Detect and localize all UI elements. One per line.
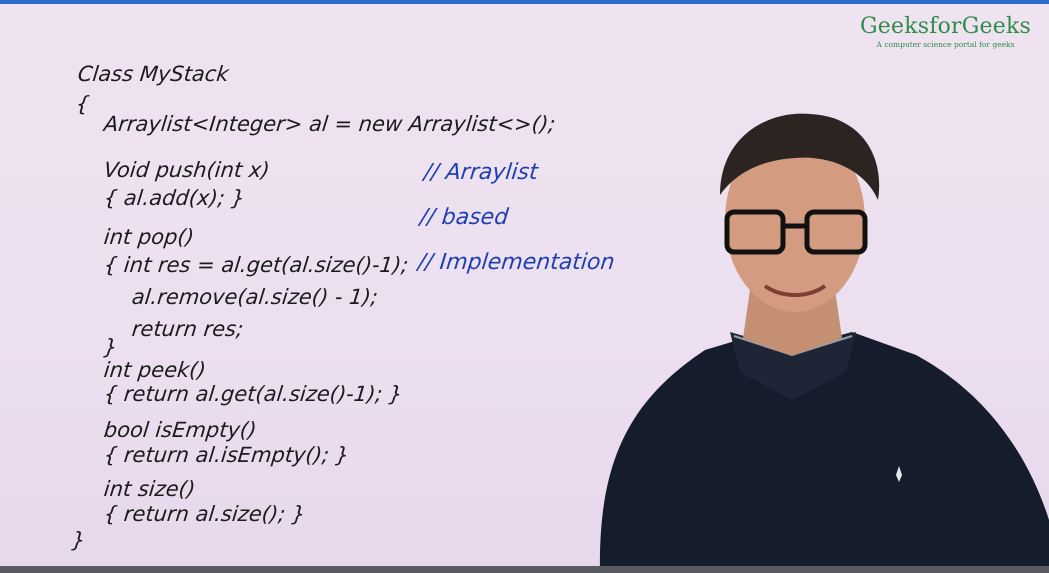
whiteboard-code: Class MyStack { Arraylist<Integer> al = … xyxy=(70,62,557,552)
code-line: { return al.size(); } xyxy=(102,502,307,526)
brand-tagline: A computer science portal for geeks xyxy=(876,40,1015,49)
code-line: int size() xyxy=(102,477,197,501)
code-line: Arraylist<Integer> al = new Arraylist<>(… xyxy=(102,112,557,136)
code-line: al.remove(al.size() - 1); xyxy=(130,285,380,309)
code-line: int peek() xyxy=(102,358,208,382)
code-line: bool isEmpty() xyxy=(102,418,258,442)
code-line: return res; xyxy=(130,317,245,341)
code-line: { int res = al.get(al.size()-1); xyxy=(102,253,410,277)
code-line: } xyxy=(70,528,87,552)
code-line: { al.add(x); } xyxy=(102,186,247,210)
code-line: { return al.get(al.size()-1); } xyxy=(102,382,404,406)
comment-line: // based xyxy=(418,205,510,230)
video-progress-bar[interactable] xyxy=(0,566,1049,573)
code-line: int pop() xyxy=(102,225,196,249)
presenter-figure xyxy=(599,113,1049,573)
code-line: Class MyStack xyxy=(76,62,230,86)
brand-name: GeeksforGeeks xyxy=(860,14,1031,39)
code-line: { return al.isEmpty(); } xyxy=(102,443,351,467)
code-line: } xyxy=(102,335,119,359)
top-accent-line xyxy=(0,0,1049,4)
code-line: { xyxy=(74,92,91,116)
code-line: Void push(int x) xyxy=(102,158,271,182)
brand-logo: GeeksforGeeks A computer science portal … xyxy=(860,14,1031,49)
comment-line: // Arraylist xyxy=(422,160,540,185)
